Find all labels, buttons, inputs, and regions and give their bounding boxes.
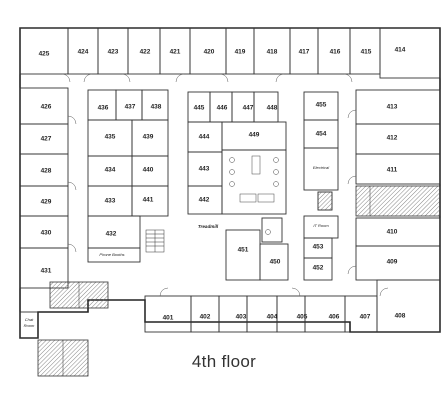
right-core	[303, 91, 339, 281]
room-label: 412	[387, 135, 398, 142]
electrical-room[interactable]	[303, 147, 339, 191]
it-room-label: IT Room	[313, 223, 329, 228]
left-column-rooms	[19, 87, 69, 289]
room-label: 429	[41, 199, 52, 206]
room-label: 420	[204, 49, 215, 56]
room-label: 404	[267, 314, 278, 321]
top-row-rooms	[19, 27, 441, 79]
room-412[interactable]	[355, 123, 441, 155]
bottom-row-rooms	[144, 279, 441, 333]
inner-block-left	[87, 89, 169, 263]
stairwell-east	[355, 185, 441, 217]
room-label: 416	[330, 49, 341, 56]
closet	[261, 217, 283, 243]
room-label: 417	[299, 49, 310, 56]
floor-title: 4th floor	[191, 352, 257, 371]
room-414[interactable]	[379, 27, 441, 79]
room-408[interactable]	[376, 279, 441, 333]
room-label: 449	[249, 132, 260, 139]
room-label: 437	[125, 104, 136, 111]
room-label: 454	[316, 131, 327, 138]
phone-booths-label: Phone Booths	[99, 252, 124, 257]
chat-room-label-line1: Chat	[25, 317, 34, 322]
room-450[interactable]	[259, 243, 289, 281]
room-label: 455	[316, 102, 327, 109]
room-label: 403	[236, 314, 247, 321]
room-label: 439	[143, 134, 154, 141]
chat-room-label-line2: Room	[24, 323, 35, 328]
room-label: 422	[140, 49, 151, 56]
phone-booths[interactable]	[87, 247, 141, 263]
room-label: 402	[200, 314, 211, 321]
room-label: 425	[39, 51, 50, 58]
chat-room[interactable]	[19, 311, 39, 339]
room-label: 432	[106, 231, 117, 238]
room-label: 421	[170, 49, 181, 56]
room-label: 423	[108, 49, 119, 56]
room-label: 424	[78, 49, 89, 56]
center-block	[187, 91, 289, 281]
stairs-icon	[145, 229, 165, 253]
door-swings	[61, 73, 389, 297]
room-411[interactable]	[355, 153, 441, 185]
restrooms	[221, 149, 287, 215]
room-label: 438	[151, 104, 162, 111]
room-label: 430	[41, 230, 52, 237]
restroom-fixtures	[229, 155, 279, 235]
room-label: 427	[41, 136, 52, 143]
room-label: 406	[329, 314, 340, 321]
room-label: 448	[267, 105, 278, 112]
room-label: 426	[41, 104, 52, 111]
room-label: 419	[235, 49, 246, 56]
room-label: 441	[143, 197, 154, 204]
room-label: 414	[395, 47, 406, 54]
stair-treads	[62, 186, 371, 376]
elevator-shaft	[317, 191, 333, 211]
room-label: 446	[217, 105, 228, 112]
room-label: 444	[199, 134, 210, 141]
area-labels: Phone Booths Treadmill Electrical IT Roo…	[24, 165, 330, 328]
room-409[interactable]	[355, 245, 441, 281]
room-label: 450	[270, 259, 281, 266]
room-label: 428	[41, 168, 52, 175]
room-label: 433	[105, 198, 116, 205]
room-label: 442	[199, 197, 210, 204]
room-labels: 425 424 423 422 421 420 419 418 417 416 …	[39, 47, 406, 322]
room-431[interactable]	[19, 247, 69, 289]
room-label: 405	[297, 314, 308, 321]
room-label: 431	[41, 268, 52, 275]
room-label: 434	[105, 167, 116, 174]
room-label: 409	[387, 259, 398, 266]
room-label: 436	[98, 105, 109, 112]
room-label: 447	[243, 105, 254, 112]
room-label: 452	[313, 265, 324, 272]
room-label: 401	[163, 315, 174, 322]
room-451[interactable]	[225, 229, 261, 281]
room-label: 445	[194, 105, 205, 112]
room-410[interactable]	[355, 217, 441, 247]
room-label: 443	[199, 166, 210, 173]
room-label: 410	[387, 229, 398, 236]
room-label: 451	[238, 247, 249, 254]
room-label: 408	[395, 313, 406, 320]
room-label: 415	[361, 49, 372, 56]
room-label: 435	[105, 134, 116, 141]
room-441[interactable]	[131, 185, 169, 217]
electrical-label: Electrical	[313, 165, 329, 170]
room-label: 440	[143, 167, 154, 174]
treadmill-label: Treadmill	[198, 224, 219, 229]
room-452[interactable]	[303, 257, 333, 281]
room-413[interactable]	[355, 89, 441, 125]
room-label: 453	[313, 244, 324, 251]
room-label: 418	[267, 49, 278, 56]
room-label: 411	[387, 167, 398, 174]
right-column-rooms	[355, 89, 441, 281]
room-label: 407	[360, 314, 371, 321]
room-label: 413	[387, 104, 398, 111]
